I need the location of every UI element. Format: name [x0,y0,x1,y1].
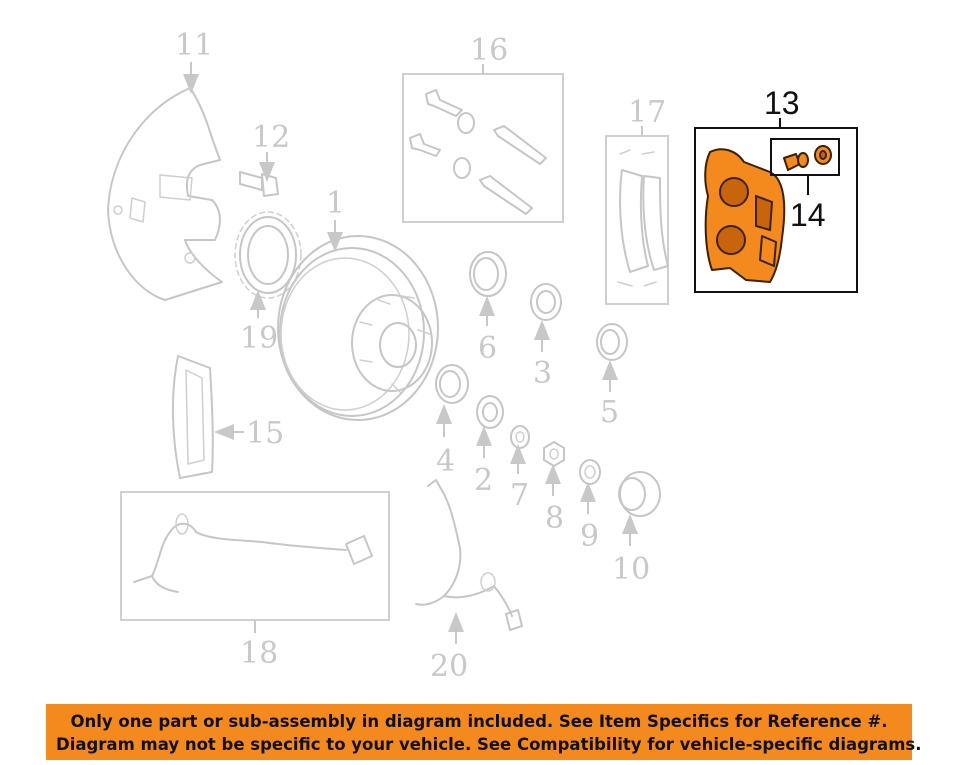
part-number-3: 3 [533,356,552,391]
part-number-5: 5 [600,395,619,430]
part-number-14: 14 [790,197,826,233]
washer-9[interactable] [579,459,601,485]
race-5[interactable] [596,323,628,361]
brake-caliper-assembly[interactable] [694,127,858,293]
caliper-pin-subassembly[interactable] [770,138,840,176]
abs-harness-kit[interactable] [120,491,390,621]
race-4[interactable] [435,364,469,404]
part-number-18: 18 [240,636,278,671]
part-number-4: 4 [436,444,455,479]
part-number-8: 8 [545,501,564,536]
bolt-12[interactable] [239,171,279,197]
bearing-3[interactable] [530,283,562,321]
part-number-20: 20 [430,649,468,684]
hardware-kit[interactable] [402,73,564,223]
part-number-11: 11 [175,28,213,63]
part-number-6: 6 [478,331,497,366]
brake-rotor[interactable] [277,235,439,421]
backing-plate[interactable] [171,355,214,479]
part-number-13: 13 [764,85,800,121]
part-number-10: 10 [612,552,650,587]
disclaimer-line-1: Only one part or sub-assembly in diagram… [70,712,888,731]
part-number-9: 9 [580,519,599,554]
dust-shield[interactable] [107,87,223,301]
part-number-2: 2 [474,463,493,498]
brake-pads-kit[interactable] [605,135,669,305]
disclaimer-banner: Only one part or sub-assembly in diagram… [46,704,922,760]
part-number-7: 7 [510,478,529,513]
disclaimer-line-2: Diagram may not be specific to your vehi… [56,735,922,754]
seal-6[interactable] [469,251,507,297]
part-number-16: 16 [470,33,508,68]
part-number-15: 15 [246,416,284,451]
part-number-12: 12 [252,120,290,155]
part-number-1: 1 [326,186,345,221]
part-number-19: 19 [240,321,278,356]
bearing-2[interactable] [476,395,504,429]
abs-sensor-wire[interactable] [415,479,523,631]
part-number-17: 17 [628,95,666,130]
nut-8[interactable] [543,441,565,467]
tone-ring[interactable] [234,211,302,299]
washer-7[interactable] [510,425,530,449]
grease-cap[interactable] [618,471,661,517]
